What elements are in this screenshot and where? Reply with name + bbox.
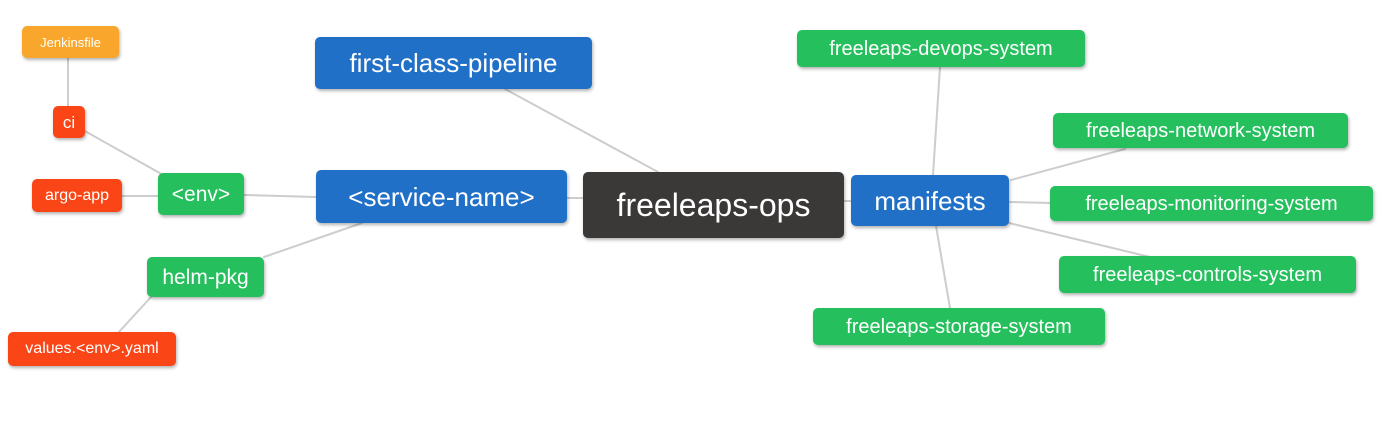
edge-manifests--freeleaps-devops-system (932, 66, 941, 176)
edge-ci--env (82, 129, 166, 177)
node-freeleaps-network-system[interactable]: freeleaps-network-system (1053, 113, 1348, 148)
edge-manifests--freeleaps-network-system (1010, 148, 1126, 181)
node-service-name[interactable]: <service-name> (316, 170, 567, 223)
node-freeleaps-ops[interactable]: freeleaps-ops (583, 172, 844, 238)
node-manifests[interactable]: manifests (851, 175, 1009, 226)
node-freeleaps-devops-system[interactable]: freeleaps-devops-system (797, 30, 1085, 67)
node-values-env-yaml[interactable]: values.<env>.yaml (8, 332, 176, 366)
edge-env--service-name (243, 194, 317, 198)
edge-manifests--freeleaps-storage-system (935, 225, 951, 309)
node-helm-pkg[interactable]: helm-pkg (147, 257, 264, 297)
edge-values-env-yaml--helm-pkg (117, 296, 152, 334)
node-freeleaps-storage-system[interactable]: freeleaps-storage-system (813, 308, 1105, 345)
node-ci[interactable]: ci (53, 106, 85, 138)
edge-helm-pkg--service-name (263, 222, 363, 258)
node-env[interactable]: <env> (158, 173, 244, 215)
node-jenkinsfile[interactable]: Jenkinsfile (22, 26, 119, 58)
node-argo-app[interactable]: argo-app (32, 179, 122, 212)
node-first-class-pipeline[interactable]: first-class-pipeline (315, 37, 592, 89)
edge-manifests--freeleaps-monitoring-system (1009, 201, 1051, 204)
node-freeleaps-monitoring-system[interactable]: freeleaps-monitoring-system (1050, 186, 1373, 221)
edge-manifests--freeleaps-controls-system (1008, 222, 1151, 258)
node-freeleaps-controls-system[interactable]: freeleaps-controls-system (1059, 256, 1356, 293)
edge-first-class-pipeline--freeleaps-ops (504, 88, 659, 173)
